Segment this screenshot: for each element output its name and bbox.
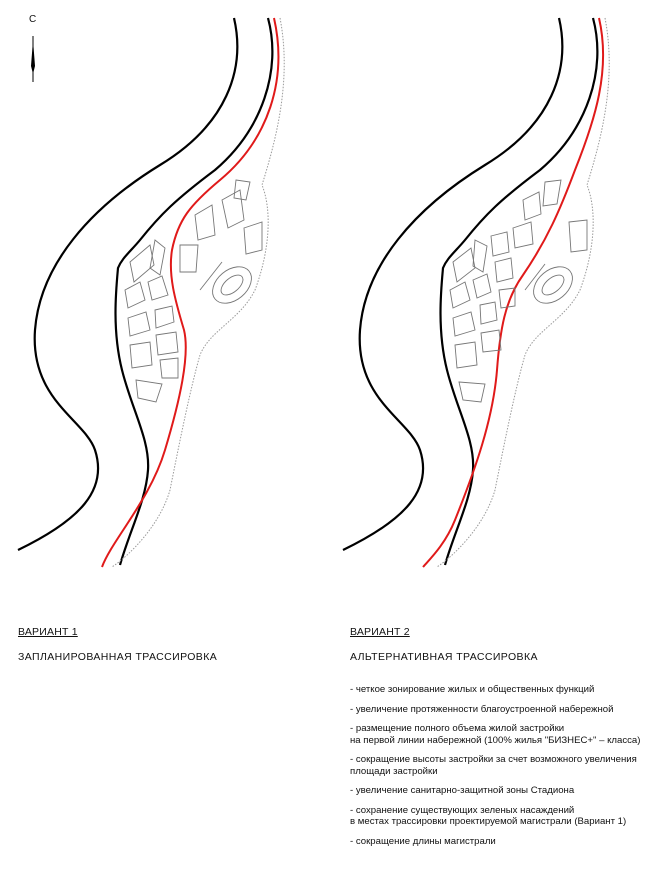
list-item: - размещение полного объема жилой застро… [350,723,641,746]
route-line [422,17,605,568]
river-bank-west [17,17,239,551]
variant-2-subtitle: АЛЬТЕРНАТИВНАЯ ТРАССИРОВКА [350,651,538,663]
list-item: - сокращение длины магистрали [350,835,496,847]
building-footprints [449,179,588,403]
building-footprints [124,179,263,403]
variant-2-caption: ВАРИАНТ 2 АЛЬТЕРНАТИВНАЯ ТРАССИРОВКА [350,626,650,663]
variant-1-map [17,17,285,568]
list-item: - увеличение протяженности благоустроенн… [350,703,614,715]
list-item: - увеличение санитарно-защитной зоны Ста… [350,785,575,796]
variant-1-subtitle: ЗАПЛАНИРОВАННАЯ ТРАССИРОВКА [18,651,218,663]
variant-1-caption: ВАРИАНТ 1 ЗАПЛАНИРОВАННАЯ ТРАССИРОВКА [18,626,318,663]
north-arrow-icon [31,36,35,82]
embankment-edge [111,17,285,568]
variant-2-advantages-list: - четкое зонирование жилых и общественны… [350,684,645,855]
river-bank-west [342,17,564,551]
list-item: - четкое зонирование жилых и общественны… [350,684,595,695]
variant-2-map [342,17,610,568]
river-bank-east [439,17,599,566]
stadium [199,261,252,304]
variant-2-title: ВАРИАНТ 2 [350,626,410,638]
stadium [524,263,573,304]
embankment-edge [436,17,610,568]
river-bank-east [114,17,274,566]
list-item: - сокращение высоты застройки за счет во… [350,754,637,777]
route-line [101,17,280,568]
variant-1-title: ВАРИАНТ 1 [18,626,78,638]
list-item: - сохранение существующих зеленых насажд… [350,804,627,828]
compass-north-label: С [29,14,37,25]
